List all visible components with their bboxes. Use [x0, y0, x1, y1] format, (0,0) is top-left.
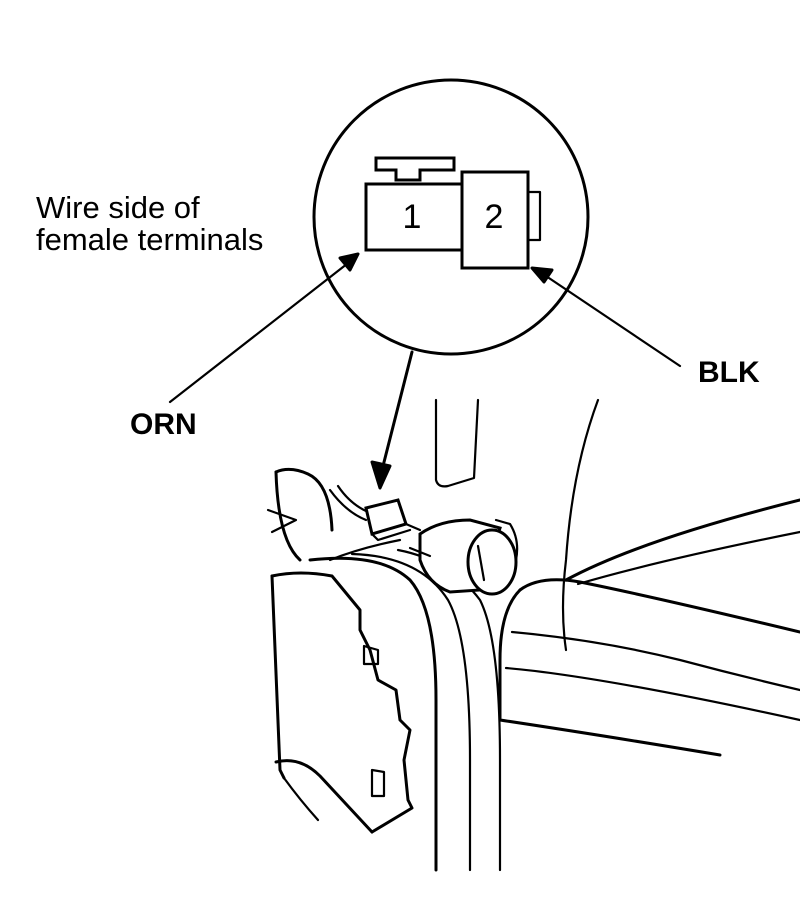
magnifier-circle [312, 78, 590, 356]
terminal-2-number: 2 [485, 198, 504, 236]
console-illustration [266, 398, 800, 872]
wire-color-right: BLK [698, 356, 760, 389]
wire-color-left: ORN [130, 408, 197, 441]
terminal-1-number: 1 [403, 198, 422, 236]
callout-line-1: Wire side of [36, 190, 200, 225]
leader-lines [168, 252, 682, 490]
callout-line-2: female terminals [36, 222, 263, 257]
